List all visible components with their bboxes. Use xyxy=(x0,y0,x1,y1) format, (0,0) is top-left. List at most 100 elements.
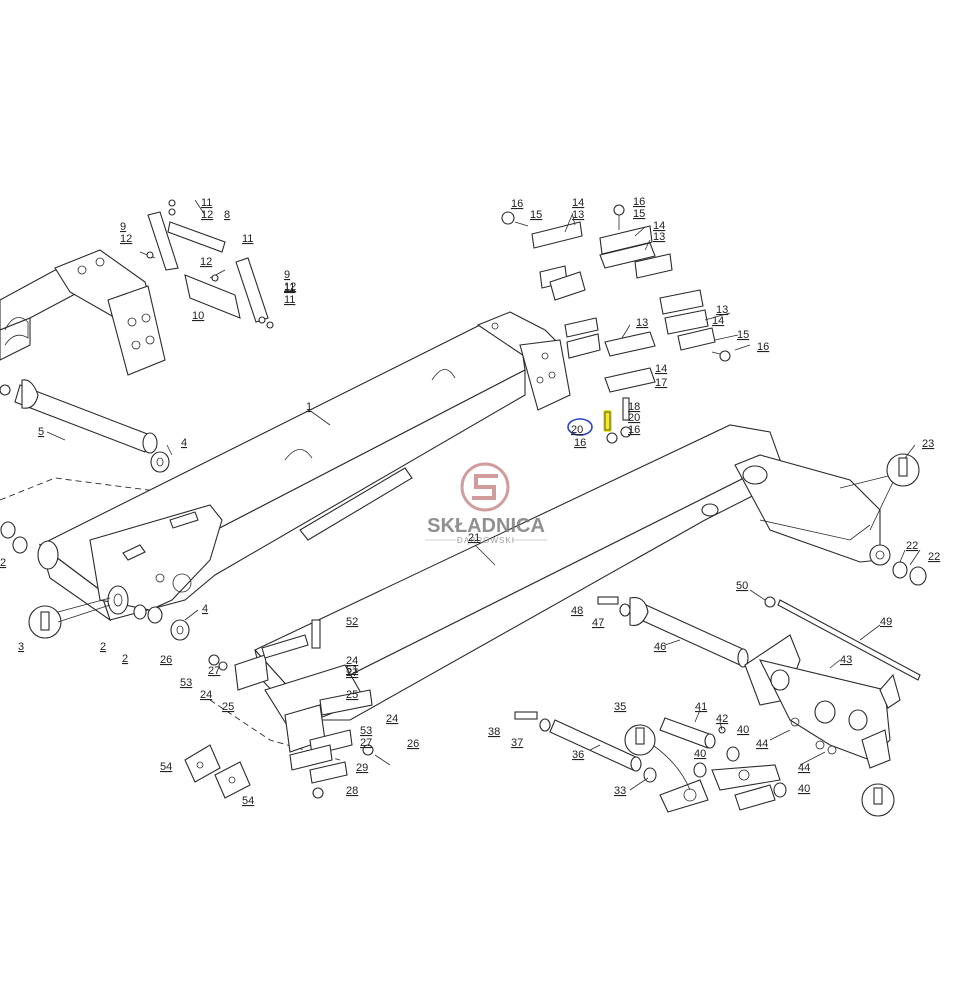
callout-label: 12 xyxy=(120,233,132,245)
callout-label: 13 xyxy=(636,317,648,329)
left-arm-bracket xyxy=(0,249,166,376)
links-bottom xyxy=(659,764,781,813)
callout-label: 16 xyxy=(511,198,523,210)
highlight-circle xyxy=(567,418,593,436)
callout-label: 48 xyxy=(571,605,583,617)
callout-label: 24 xyxy=(386,713,398,725)
callout-label: 5 xyxy=(38,426,44,438)
callout-label: 40 xyxy=(694,748,706,760)
callout-label: 2 xyxy=(100,641,106,653)
callout-label: 3 xyxy=(18,641,24,653)
callout-label: 13 xyxy=(653,231,665,243)
grease-fitting-3 xyxy=(28,597,111,639)
callout-label: 25 xyxy=(346,689,358,701)
callout-label: 42 xyxy=(716,713,728,725)
callout-label: 4 xyxy=(202,603,208,615)
callout-label: 28 xyxy=(346,785,358,797)
callout-label: 20 xyxy=(571,424,583,436)
hose-clips-54 xyxy=(184,744,251,799)
bushings-2 xyxy=(0,521,190,641)
callout-label: 49 xyxy=(880,616,892,628)
callout-label: 33 xyxy=(614,785,626,797)
callout-label: 44 xyxy=(798,762,810,774)
bracket-parts-8-10 xyxy=(139,199,274,329)
callout-label: 13 xyxy=(716,304,728,316)
callout-label: 54 xyxy=(242,795,254,807)
callout-label: 46 xyxy=(654,641,666,653)
callout-label: 27 xyxy=(208,665,220,677)
callout-label: 21 xyxy=(468,532,480,544)
callout-label: 17 xyxy=(655,377,667,389)
callout-label: 2 xyxy=(122,653,128,665)
linkage-pins xyxy=(514,596,921,798)
callout-label: 47 xyxy=(592,617,604,629)
callout-label: 27 xyxy=(346,667,358,679)
callout-label: 44 xyxy=(756,738,768,750)
callout-label: 1 xyxy=(306,401,312,413)
quick-coupler-43 xyxy=(744,634,901,769)
callout-label: 41 xyxy=(695,701,707,713)
callout-label: 51 xyxy=(346,664,358,676)
callout-label: 16 xyxy=(574,437,586,449)
callout-label: 14 xyxy=(653,220,665,232)
watermark-brand: SKŁADNICA xyxy=(427,515,545,537)
callout-label: 26 xyxy=(407,738,419,750)
pin-assembly-5 xyxy=(0,379,170,473)
callout-label: 9 xyxy=(284,269,290,281)
callout-label: 43 xyxy=(840,654,852,666)
callout-label: 53 xyxy=(360,725,372,737)
grease-fitting-23 xyxy=(839,453,920,531)
callout-label: 11 xyxy=(201,197,212,209)
callout-label: 53 xyxy=(180,677,192,689)
callout-label: 50 xyxy=(736,580,748,592)
callout-label: 12 xyxy=(200,256,212,268)
callout-label: 14 xyxy=(655,363,667,375)
callout-label: 36 xyxy=(572,749,584,761)
callout-label: 38 xyxy=(488,726,500,738)
main-boom-1 xyxy=(37,311,571,622)
callout-label: 15 xyxy=(530,209,542,221)
callout-label: 9 xyxy=(120,221,126,233)
callout-label: 11 xyxy=(242,233,253,245)
callout-labels: 1222344589910111111111212121213131313141… xyxy=(0,196,940,807)
mount-brackets-24-25 xyxy=(208,619,391,799)
callout-label: 20 xyxy=(628,412,640,424)
watermark-logo: SKŁADNICA DĄBROWSKI xyxy=(425,462,547,545)
callout-label: 8 xyxy=(224,209,230,221)
callout-label: 29 xyxy=(356,762,368,774)
grease-fittings-lower xyxy=(624,724,895,817)
callout-label: 14 xyxy=(712,315,724,327)
callout-label: 23 xyxy=(922,438,934,450)
callout-label: 22 xyxy=(928,551,940,563)
callout-label: 24 xyxy=(200,689,212,701)
callout-label: 15 xyxy=(633,208,645,220)
callout-label: 15 xyxy=(737,329,749,341)
callout-label: 24 xyxy=(346,655,358,667)
callout-label: 16 xyxy=(633,196,645,208)
callout-label: 35 xyxy=(614,701,626,713)
callout-label: 11 xyxy=(284,282,295,294)
clamp-stack-13-17 xyxy=(501,204,731,393)
callout-label: 2 xyxy=(0,557,6,569)
callout-label: 26 xyxy=(160,654,172,666)
callout-label: 12 xyxy=(284,281,296,293)
callout-label: 14 xyxy=(572,197,584,209)
callout-label: 22 xyxy=(906,540,918,552)
callout-label: 40 xyxy=(737,724,749,736)
callout-label: 13 xyxy=(572,209,584,221)
bushings-22 xyxy=(892,561,927,586)
highlighted-bolt-20 xyxy=(603,410,612,432)
callout-label: 11 xyxy=(284,294,295,306)
callout-label: 52 xyxy=(346,616,358,628)
callout-label: 16 xyxy=(757,341,769,353)
callout-label: 4 xyxy=(181,437,187,449)
callout-label: 27 xyxy=(360,737,372,749)
callout-label: 37 xyxy=(511,737,523,749)
callout-label: 18 xyxy=(628,401,640,413)
leader-lines xyxy=(46,199,921,791)
bolt-stack-18-20 xyxy=(606,397,632,444)
callout-label: 40 xyxy=(798,783,810,795)
callout-label: 54 xyxy=(160,761,172,773)
